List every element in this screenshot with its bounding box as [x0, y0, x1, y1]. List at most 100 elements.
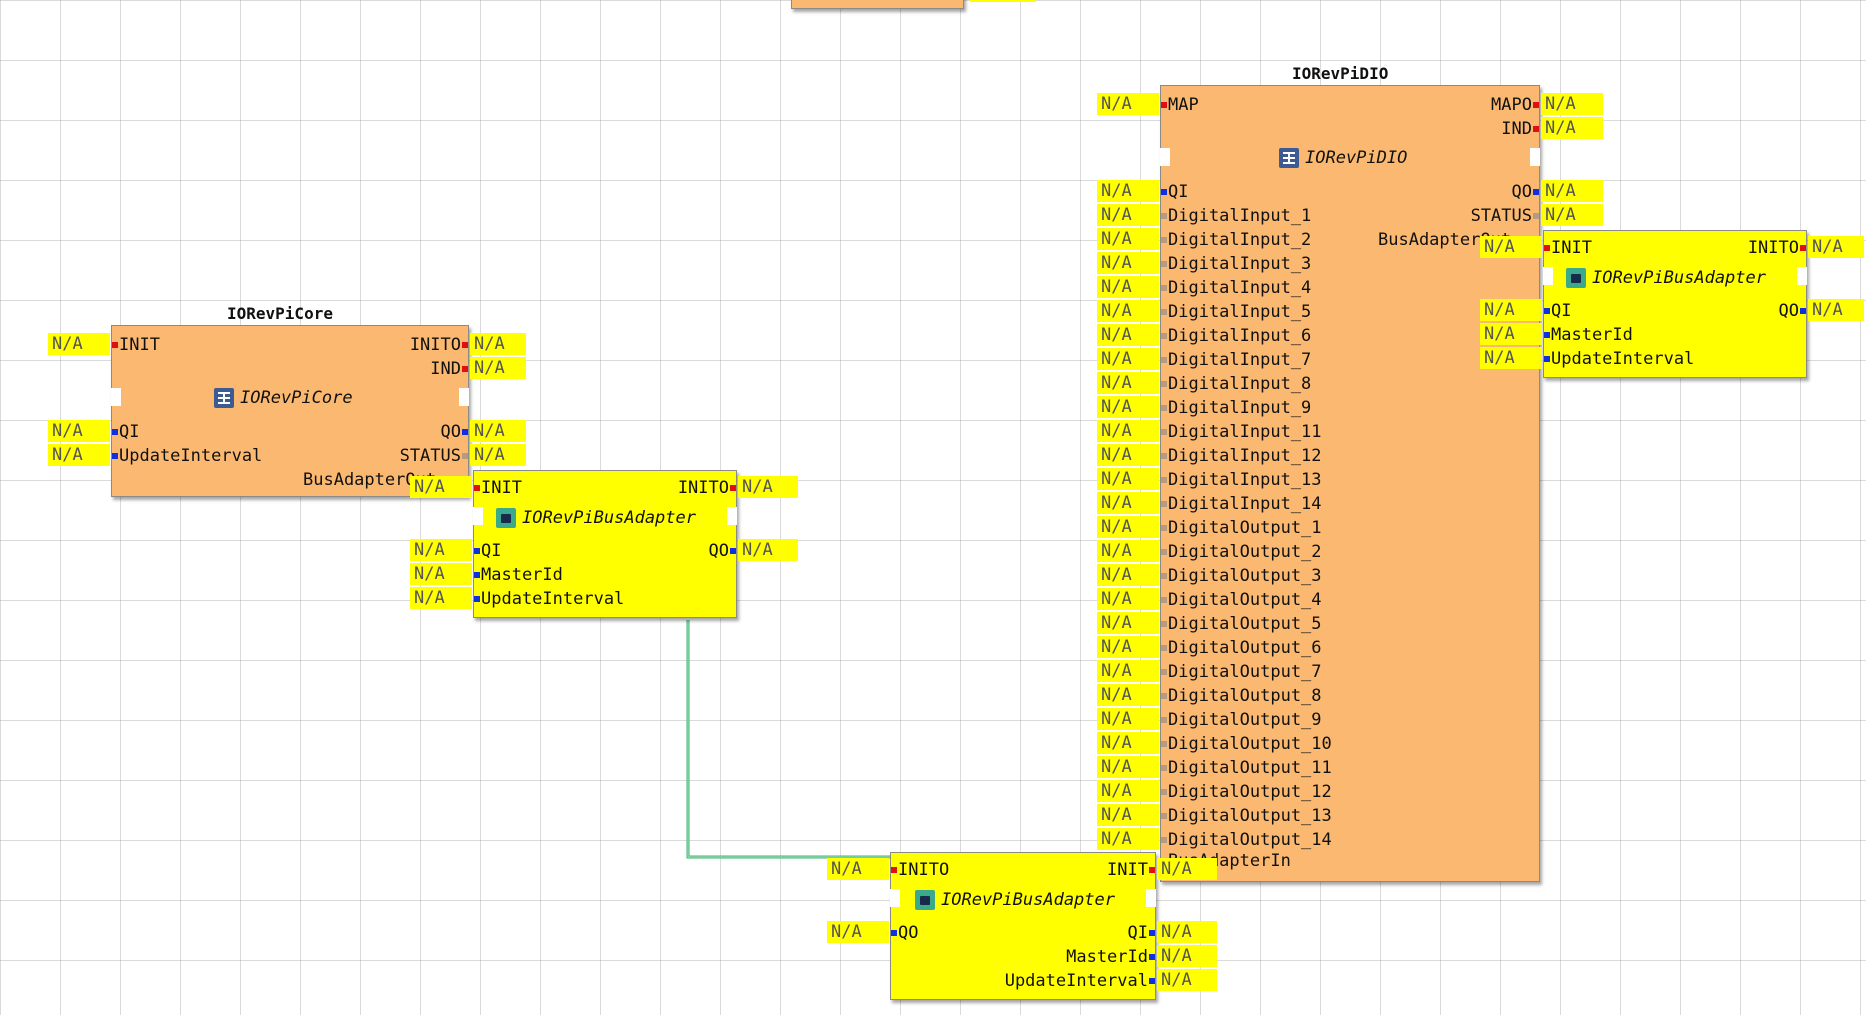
- bus-adapter-3-init-value[interactable]: N/A: [1157, 858, 1217, 880]
- core-port-inito[interactable]: INITO: [410, 334, 468, 356]
- dio-port-data-input[interactable]: DigitalInput_8: [1161, 373, 1311, 395]
- bus-adapter-1-init-value[interactable]: N/A: [410, 476, 472, 498]
- dio-port-data-input[interactable]: DigitalOutput_7: [1161, 661, 1322, 683]
- dio-port-data-input[interactable]: DigitalInput_6: [1161, 325, 1311, 347]
- dio-port-data-input[interactable]: DigitalInput_2: [1161, 229, 1311, 251]
- dio-port-data-input[interactable]: DigitalOutput_2: [1161, 541, 1322, 563]
- dio-data-input-value[interactable]: N/A: [1097, 828, 1159, 850]
- core-qo-value[interactable]: N/A: [470, 420, 526, 442]
- core-qi-value[interactable]: N/A: [48, 420, 110, 442]
- bus-adapter-1-port-qi[interactable]: QI: [474, 540, 501, 562]
- core-status-value[interactable]: N/A: [470, 444, 526, 466]
- dio-port-data-input[interactable]: DigitalOutput_13: [1161, 805, 1332, 827]
- bus-adapter-2-qo-value[interactable]: N/A: [1808, 299, 1864, 321]
- bus-adapter-1-qo-value[interactable]: N/A: [738, 539, 798, 561]
- bus-adapter-2-port-qo[interactable]: QO: [1779, 300, 1806, 322]
- dio-function-block[interactable]: MAP MAPO IND IORevPiDIO QI QO STATUS Bus…: [1160, 85, 1540, 882]
- dio-qo-value[interactable]: N/A: [1541, 180, 1603, 202]
- bus-adapter-3-port-master-id[interactable]: MasterId: [1066, 946, 1155, 968]
- dio-data-input-value[interactable]: N/A: [1097, 492, 1159, 514]
- dio-port-data-input[interactable]: DigitalInput_11: [1161, 421, 1322, 443]
- bus-adapter-block-2[interactable]: INIT INITO IORevPiBusAdapter QI QO Maste…: [1543, 230, 1807, 378]
- dio-data-input-value[interactable]: N/A: [1097, 276, 1159, 298]
- dio-data-input-value[interactable]: N/A: [1097, 804, 1159, 826]
- dio-port-data-input[interactable]: DigitalInput_1: [1161, 205, 1311, 227]
- dio-port-map[interactable]: MAP: [1161, 94, 1199, 116]
- bus-adapter-block-1[interactable]: INIT INITO IORevPiBusAdapter QI QO Maste…: [473, 470, 737, 618]
- bus-adapter-3-port-init[interactable]: INIT: [1107, 859, 1155, 881]
- dio-data-input-value[interactable]: N/A: [1097, 252, 1159, 274]
- dio-port-data-input[interactable]: DigitalOutput_1: [1161, 517, 1322, 539]
- bus-adapter-3-update-interval-value[interactable]: N/A: [1157, 969, 1217, 991]
- dio-port-data-input[interactable]: DigitalOutput_14: [1161, 829, 1332, 851]
- bus-adapter-1-port-init[interactable]: INIT: [474, 477, 522, 499]
- dio-port-data-input[interactable]: DigitalInput_3: [1161, 253, 1311, 275]
- dio-data-input-value[interactable]: N/A: [1097, 204, 1159, 226]
- dio-data-input-value[interactable]: N/A: [1097, 612, 1159, 634]
- bus-adapter-3-port-qo[interactable]: QO: [891, 922, 918, 944]
- bus-adapter-1-port-inito[interactable]: INITO: [678, 477, 736, 499]
- dio-data-input-value[interactable]: N/A: [1097, 564, 1159, 586]
- dio-data-input-value[interactable]: N/A: [1097, 324, 1159, 346]
- dio-data-input-value[interactable]: N/A: [1097, 228, 1159, 250]
- dio-port-data-input[interactable]: DigitalOutput_3: [1161, 565, 1322, 587]
- bus-adapter-2-port-qi[interactable]: QI: [1544, 300, 1571, 322]
- partial-function-block-top[interactable]: [791, 0, 964, 9]
- bus-adapter-2-init-value[interactable]: N/A: [1480, 236, 1542, 258]
- bus-adapter-3-port-update-interval[interactable]: UpdateInterval: [1005, 970, 1155, 992]
- bus-adapter-1-inito-value[interactable]: N/A: [738, 476, 798, 498]
- core-port-qo[interactable]: QO: [441, 421, 468, 443]
- dio-port-data-input[interactable]: DigitalOutput_9: [1161, 709, 1322, 731]
- bus-adapter-1-qi-value[interactable]: N/A: [410, 539, 472, 561]
- dio-port-data-input[interactable]: DigitalInput_14: [1161, 493, 1322, 515]
- dio-data-input-value[interactable]: N/A: [1097, 372, 1159, 394]
- bus-adapter-1-port-qo[interactable]: QO: [709, 540, 736, 562]
- dio-port-data-input[interactable]: DigitalInput_9: [1161, 397, 1311, 419]
- dio-port-data-input[interactable]: DigitalOutput_10: [1161, 733, 1332, 755]
- dio-data-input-value[interactable]: N/A: [1097, 780, 1159, 802]
- bus-adapter-2-update-interval-value[interactable]: N/A: [1480, 347, 1542, 369]
- dio-data-input-value[interactable]: N/A: [1097, 396, 1159, 418]
- bus-adapter-1-port-master-id[interactable]: MasterId: [474, 564, 563, 586]
- bus-adapter-3-qo-value[interactable]: N/A: [827, 921, 889, 943]
- dio-data-input-value[interactable]: N/A: [1097, 444, 1159, 466]
- dio-mapo-value[interactable]: N/A: [1541, 93, 1603, 115]
- dio-data-input-value[interactable]: N/A: [1097, 588, 1159, 610]
- core-port-qi[interactable]: QI: [112, 421, 139, 443]
- dio-port-qi[interactable]: QI: [1161, 181, 1188, 203]
- dio-port-data-input[interactable]: DigitalInput_12: [1161, 445, 1322, 467]
- dio-data-input-value[interactable]: N/A: [1097, 540, 1159, 562]
- dio-port-data-input[interactable]: DigitalInput_4: [1161, 277, 1311, 299]
- dio-port-data-input[interactable]: DigitalOutput_12: [1161, 781, 1332, 803]
- bus-adapter-3-inito-value[interactable]: N/A: [827, 858, 889, 880]
- dio-port-data-input[interactable]: DigitalOutput_6: [1161, 637, 1322, 659]
- dio-port-data-input[interactable]: DigitalInput_7: [1161, 349, 1311, 371]
- dio-data-input-value[interactable]: N/A: [1097, 516, 1159, 538]
- bus-adapter-2-qi-value[interactable]: N/A: [1480, 299, 1542, 321]
- dio-data-input-value[interactable]: N/A: [1097, 708, 1159, 730]
- bus-adapter-3-port-inito[interactable]: INITO: [891, 859, 949, 881]
- core-port-bus-adapter-out[interactable]: BusAdapterOut: [303, 470, 437, 490]
- dio-port-data-input[interactable]: DigitalOutput_11: [1161, 757, 1332, 779]
- bus-adapter-1-master-id-value[interactable]: N/A: [410, 563, 472, 585]
- core-port-update-interval[interactable]: UpdateInterval: [112, 445, 262, 467]
- core-port-status[interactable]: STATUS: [400, 445, 468, 467]
- dio-data-input-value[interactable]: N/A: [1097, 684, 1159, 706]
- dio-port-data-input[interactable]: DigitalOutput_8: [1161, 685, 1322, 707]
- core-function-block[interactable]: INIT INITO IND IORevPiCore QI UpdateInte…: [111, 325, 469, 497]
- core-inito-value[interactable]: N/A: [470, 333, 526, 355]
- core-ind-value[interactable]: N/A: [470, 357, 526, 379]
- dio-data-input-value[interactable]: N/A: [1097, 732, 1159, 754]
- bus-adapter-1-port-update-interval[interactable]: UpdateInterval: [474, 588, 624, 610]
- dio-port-mapo[interactable]: MAPO: [1491, 94, 1539, 116]
- bus-adapter-2-port-update-interval[interactable]: UpdateInterval: [1544, 348, 1694, 370]
- dio-port-data-input[interactable]: DigitalOutput_5: [1161, 613, 1322, 635]
- bus-adapter-2-master-id-value[interactable]: N/A: [1480, 323, 1542, 345]
- bus-adapter-3-master-id-value[interactable]: N/A: [1157, 945, 1217, 967]
- bus-adapter-2-inito-value[interactable]: N/A: [1808, 236, 1864, 258]
- dio-qi-value[interactable]: N/A: [1097, 180, 1159, 202]
- dio-data-input-value[interactable]: N/A: [1097, 420, 1159, 442]
- dio-data-input-value[interactable]: N/A: [1097, 468, 1159, 490]
- dio-status-value[interactable]: N/A: [1541, 204, 1603, 226]
- bus-adapter-3-port-qi[interactable]: QI: [1128, 922, 1155, 944]
